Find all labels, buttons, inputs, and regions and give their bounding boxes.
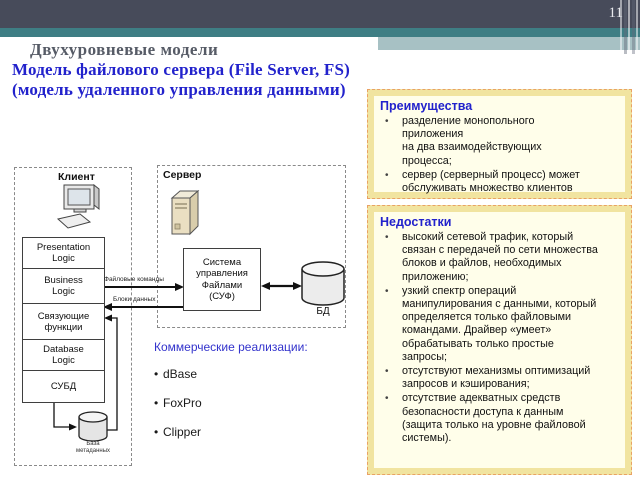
disadvantage-item: отсутствие адекватных средств безопаснос… [378, 392, 619, 445]
layer-database-logic: Database Logic [23, 340, 104, 371]
top-dark-bar [0, 0, 640, 28]
implementation-item: FoxPro [154, 396, 308, 410]
slide-title: Двухуровневые модели [30, 40, 219, 59]
client-label: Клиент [58, 171, 95, 183]
implementations-title: Коммерческие реализации: [154, 340, 308, 354]
edge-stripe [628, 0, 630, 54]
edge-stripes [620, 0, 640, 54]
database-cylinder-icon [301, 261, 345, 306]
edge-stripe [620, 0, 622, 54]
slide-subtitle: Модель файлового сервера (File Server, F… [12, 60, 350, 100]
fms-db-arrow [261, 282, 302, 290]
file-commands-label: Файловые команды [104, 276, 164, 283]
layer-presentation-logic: Presentation Logic [23, 238, 104, 269]
disadvantages-title: Недостатки [380, 215, 452, 229]
client-group-box [14, 167, 132, 466]
file-management-system-box: Система управления Файлами (СУФ) [183, 248, 261, 311]
server-db-label: БД [316, 306, 330, 317]
server-label: Сервер [163, 169, 202, 181]
advantages-box-inner: Преимущества разделение монопольного при… [374, 96, 625, 195]
disadvantage-item: высокий сетевой трафик, который связан с… [378, 231, 619, 284]
server-group-box [157, 165, 346, 328]
disadvantages-list: высокий сетевой трафик, который связан с… [378, 231, 619, 445]
data-blocks-label: Блоки данных [113, 296, 156, 303]
edge-stripe [624, 0, 627, 54]
layer-dbms: СУБД [50, 381, 77, 392]
file-commands-arrow [104, 283, 184, 291]
metadata-db-label: База метаданных [75, 441, 111, 454]
advantages-box: Преимущества разделение монопольного при… [367, 89, 632, 199]
advantages-title: Преимущества [380, 99, 473, 113]
layer-business-logic: Business Logic [23, 269, 104, 304]
dbms-to-metadb-arrow [53, 399, 77, 431]
implementation-item: Clipper [154, 425, 308, 439]
implementations-block: Коммерческие реализации: dBase FoxPro Cl… [154, 340, 308, 454]
data-blocks-arrow [103, 303, 183, 311]
server-tower-icon [170, 189, 200, 236]
metadata-db-cylinder-icon [78, 411, 108, 442]
edge-stripe [636, 0, 638, 54]
disadvantage-item: узкий спектр операций манипулирования с … [378, 285, 619, 364]
teal-accent-bar [0, 28, 640, 37]
disadvantages-box-inner: Недостатки высокий сетевой трафик, котор… [374, 212, 625, 468]
advantage-item: сервер (серверный процесс) может обслужи… [378, 169, 619, 195]
light-teal-bar [378, 37, 640, 50]
advantage-item: разделение монопольного приложения на дв… [378, 115, 619, 168]
metadb-to-link-arrow [104, 314, 118, 431]
disadvantages-box: Недостатки высокий сетевой трафик, котор… [367, 205, 632, 475]
advantages-list: разделение монопольного приложения на дв… [378, 115, 619, 195]
subtitle-line-1: Модель файлового сервера (File Server, F… [12, 60, 350, 79]
subtitle-line-2: (модель удаленного управления данными) [12, 80, 346, 99]
implementation-item: dBase [154, 367, 308, 381]
page-number: 11 [608, 5, 623, 21]
client-layer-stack: Presentation Logic Business Logic Связую… [22, 237, 105, 403]
disadvantage-item: отсутствуют механизмы оптимизаций запрос… [378, 365, 619, 391]
desktop-computer-icon [56, 183, 100, 229]
edge-stripe [632, 0, 635, 54]
layer-linking-functions: Связующие функции [23, 304, 104, 340]
